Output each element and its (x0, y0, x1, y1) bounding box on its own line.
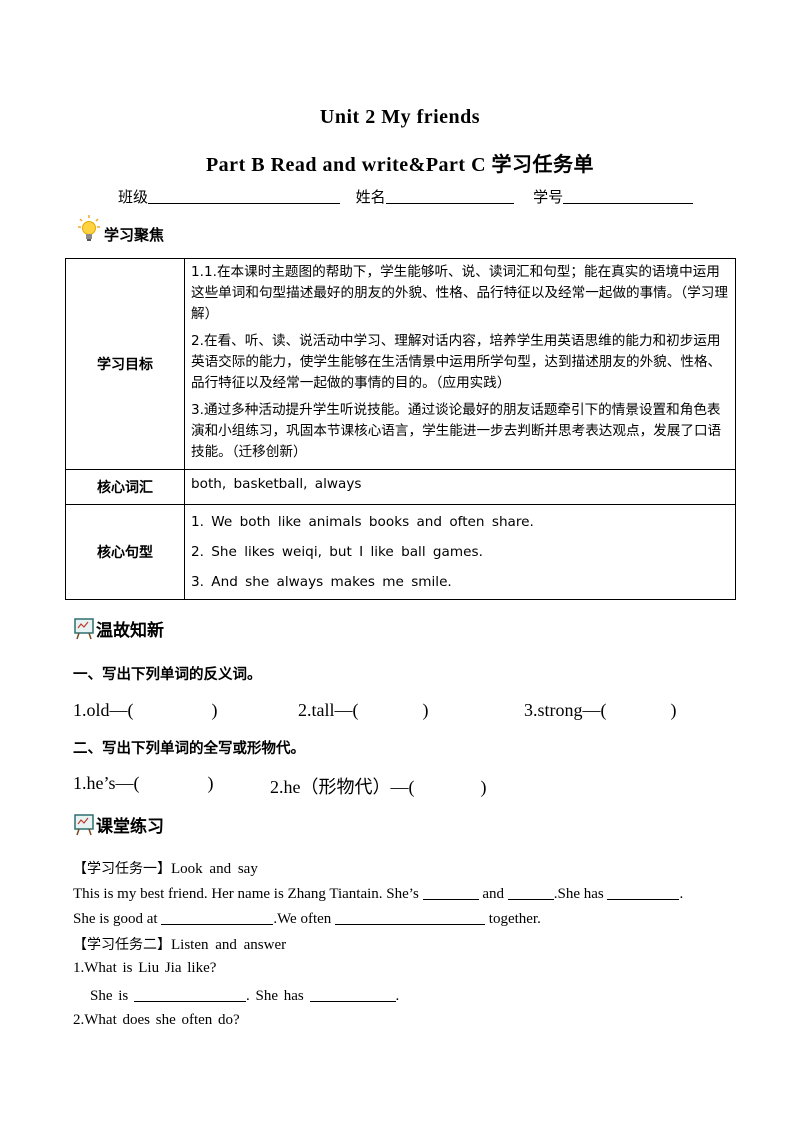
table-row: 核心词汇 both, basketball, always (65, 469, 736, 505)
table-row: 学习目标 1.1.在本课时主题图的帮助下，学生能够听、说、读词汇和句型；能在真实… (65, 258, 736, 470)
goal-3: 3.通过多种活动提升学生听说技能。通过谈论最好的朋友话题牵引下的情景设置和角色表… (191, 402, 722, 460)
review-question-1: 一、写出下列单词的反义词。 (73, 667, 262, 683)
class-blank[interactable] (148, 187, 341, 204)
full-form-item-1[interactable]: 1.he’s—() (73, 773, 214, 793)
task-1-heading: 【学习任务一】Look and say (73, 861, 258, 877)
goals-label: 学习目标 (65, 258, 185, 470)
review-heading: 温故知新 (74, 616, 164, 641)
name-blank[interactable] (385, 187, 514, 204)
table-row: 核心句型 1. We both like animals books and o… (65, 504, 736, 600)
blank[interactable] (134, 986, 247, 1002)
review-question-2: 二、写出下列单词的全写或形物代。 (73, 741, 305, 757)
sentences-label: 核心句型 (65, 504, 185, 600)
blank[interactable] (507, 884, 554, 900)
task-1-line-2: She is good at .We often together. (73, 909, 541, 927)
goals-cell: 1.1.在本课时主题图的帮助下，学生能够听、说、读词汇和句型；能在真实的语境中运… (184, 258, 736, 470)
sentence-3: 3. And she always makes me smile. (191, 574, 452, 590)
antonym-item-3[interactable]: 3.strong—() (524, 700, 677, 720)
sentence-1: 1. We both like animals books and often … (191, 514, 534, 530)
page-subtitle: Part B Read and write&Part C 学习任务单 (205, 154, 595, 176)
name-label: 姓名 (355, 188, 386, 206)
class-label: 班级 (118, 188, 149, 206)
goal-2: 2.在看、听、读、说活动中学习、理解对话内容，培养学生用英语思维的能力和初步运用… (191, 333, 722, 391)
practice-heading: 课堂练习 (74, 812, 164, 837)
question-2: 2.What does she often do? (73, 1012, 240, 1028)
blank[interactable] (607, 884, 680, 900)
blank[interactable] (335, 909, 486, 925)
page-title: Unit 2 My friends (319, 106, 481, 128)
chalkboard-icon (74, 813, 94, 835)
blank[interactable] (422, 884, 479, 900)
lightbulb-icon (78, 214, 100, 245)
chalkboard-icon (74, 617, 94, 639)
antonym-item-2[interactable]: 2.tall—() (298, 700, 429, 720)
question-1: 1.What is Liu Jia like? (73, 960, 217, 976)
blank[interactable] (309, 986, 396, 1002)
number-blank[interactable] (563, 187, 694, 204)
vocab-cell: both, basketball, always (184, 469, 736, 505)
full-form-item-2[interactable]: 2.he（形物代）—() (270, 777, 487, 797)
answer-1: She is . She has . (90, 986, 400, 1004)
antonym-item-1[interactable]: 1.old—() (73, 700, 218, 720)
learning-focus-table: 学习目标 1.1.在本课时主题图的帮助下，学生能够听、说、读词汇和句型；能在真实… (65, 258, 736, 600)
goal-1: 1.1.在本课时主题图的帮助下，学生能够听、说、读词汇和句型；能在真实的语境中运… (191, 264, 728, 322)
focus-heading: 学习聚焦 (78, 214, 164, 245)
student-info-row: 班级 姓名 学号 (118, 186, 718, 207)
number-label: 学号 (533, 188, 564, 206)
sentence-2: 2. She likes weiqi, but I like ball game… (191, 544, 483, 560)
task-1-line-1: This is my best friend. Her name is Zhan… (73, 884, 684, 902)
blank[interactable] (161, 909, 274, 925)
task-2-heading: 【学习任务二】Listen and answer (73, 937, 287, 953)
sentences-cell: 1. We both like animals books and often … (184, 504, 736, 600)
vocab-label: 核心词汇 (65, 469, 185, 505)
